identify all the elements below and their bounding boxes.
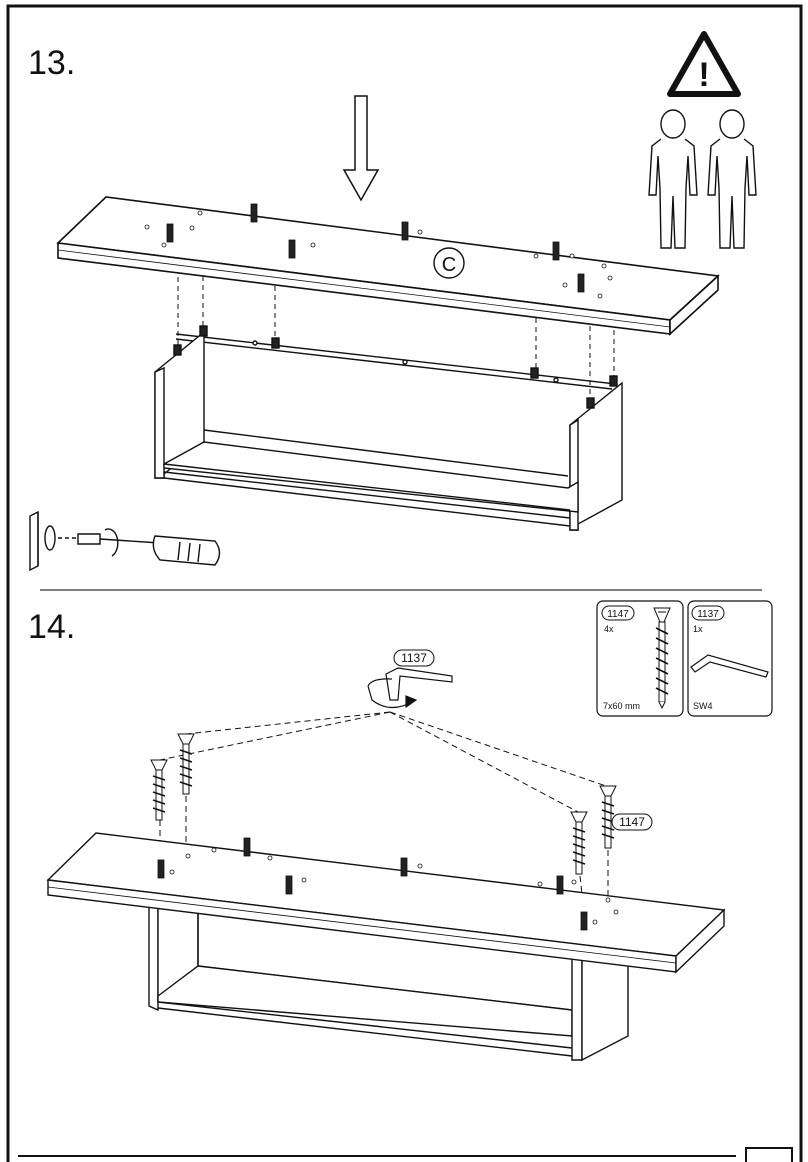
panel-label-text: C xyxy=(442,254,456,276)
part-card-1147: 1147 4x 7x60 mm xyxy=(596,600,684,717)
screw-icon xyxy=(150,759,168,821)
hex-key-rotate-icon xyxy=(367,667,453,709)
screw-icon xyxy=(653,607,671,710)
hex-key-icon xyxy=(690,654,769,678)
dowels xyxy=(157,837,588,931)
page-number-box xyxy=(745,1147,793,1162)
down-arrow-icon xyxy=(342,95,380,202)
dowels xyxy=(166,203,585,293)
part-spec: 7x60 mm xyxy=(603,701,640,711)
screw-callout-text: 1147 xyxy=(619,815,645,829)
part-code: 1137 xyxy=(697,609,719,620)
part-card-1137: 1137 1x SW4 xyxy=(687,600,773,717)
screws xyxy=(150,733,617,875)
screw-icon xyxy=(599,785,617,849)
part-qty: 4x xyxy=(604,624,614,634)
screw-icon xyxy=(570,811,588,875)
screw-icon xyxy=(177,733,195,795)
part-spec: SW4 xyxy=(693,701,713,711)
tool-callout-text: 1137 xyxy=(401,651,427,665)
panel-label: C xyxy=(433,247,465,279)
step-14: 14. 1147 4x 7x60 mm 1137 1x SW4 xyxy=(28,600,773,1062)
part-qty: 1x xyxy=(693,624,703,634)
assembled-cabinet xyxy=(46,832,726,1062)
dowel-holes xyxy=(169,847,619,925)
warning-symbol: ! xyxy=(698,56,709,94)
screw-callout: 1147 xyxy=(611,813,653,831)
two-person-icon xyxy=(648,109,757,249)
carcass xyxy=(154,325,623,531)
alignment-lines xyxy=(177,268,615,398)
warning-triangle-icon: ! xyxy=(667,31,741,97)
top-board xyxy=(56,196,720,336)
step-13: 13. ! xyxy=(28,31,757,572)
part-code: 1147 xyxy=(607,609,629,620)
screwdriver-icon xyxy=(29,510,221,572)
tool-callout: 1137 xyxy=(367,649,453,709)
step-number: 14. xyxy=(28,608,75,646)
dowel-holes xyxy=(144,210,613,299)
page-border xyxy=(6,4,803,1162)
step-number: 13. xyxy=(28,44,75,82)
